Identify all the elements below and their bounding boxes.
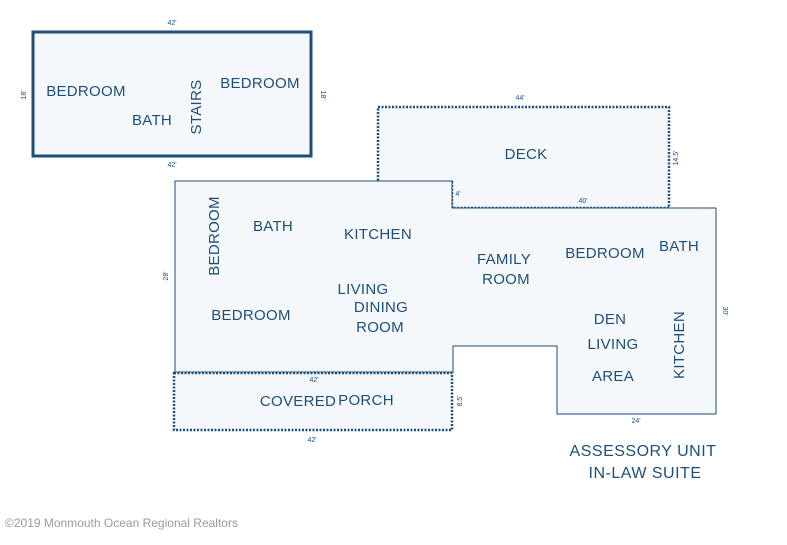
porch-dim-right: 8.5' bbox=[457, 395, 464, 406]
main-kitchen-vertical-label: KITCHEN bbox=[671, 311, 688, 379]
main-family-room-label: ROOM bbox=[482, 271, 530, 288]
main-dim-right: 30' bbox=[721, 306, 728, 315]
deck-dim-right: 14.5' bbox=[673, 151, 680, 166]
caption-line2: IN-LAW SUITE bbox=[589, 465, 702, 482]
main-bath-left-label: BATH bbox=[253, 218, 293, 235]
porch-porch-label: PORCH bbox=[338, 392, 394, 409]
main-bath-right-label: BATH bbox=[659, 238, 699, 255]
upper-bath-label: BATH bbox=[132, 112, 172, 129]
main-living-label: LIVING bbox=[338, 281, 389, 298]
upper-level-outline bbox=[31, 30, 313, 158]
deck-label: DECK bbox=[505, 146, 548, 163]
main-kitchen-top-label: KITCHEN bbox=[344, 226, 412, 243]
upper-stairs-label: STAIRS bbox=[188, 80, 205, 135]
caption-line1: ASSESSORY UNIT bbox=[570, 443, 717, 460]
main-family-label: FAMILY bbox=[477, 251, 531, 268]
porch-outline bbox=[172, 371, 454, 432]
porch-covered-label: COVERED bbox=[260, 393, 336, 410]
upper-bedroom-left-label: BEDROOM bbox=[46, 83, 126, 100]
upper-dim-left: 18' bbox=[21, 90, 28, 99]
main-area-label: AREA bbox=[592, 368, 634, 385]
main-bedroom-vertical-label: BEDROOM bbox=[206, 196, 223, 276]
upper-dim-right: 18' bbox=[319, 90, 326, 99]
porch-dim-top: 42' bbox=[309, 377, 318, 384]
copyright-watermark: ©2019 Monmouth Ocean Regional Realtors bbox=[5, 516, 238, 530]
main-bedroom-lower-label: BEDROOM bbox=[211, 307, 291, 324]
main-dining-label: DINING bbox=[354, 299, 408, 316]
upper-dim-bottom: 42' bbox=[167, 162, 176, 169]
upper-dim-top: 42' bbox=[167, 20, 176, 27]
main-bedroom-right-label: BEDROOM bbox=[565, 245, 645, 262]
main-den-label: DEN bbox=[594, 311, 627, 328]
deck-dim-top: 44' bbox=[515, 95, 524, 102]
deck-dim-bottom: 40' bbox=[578, 198, 587, 205]
deck-dim-left: 4' bbox=[455, 191, 460, 198]
porch-dim-bottom: 42' bbox=[307, 437, 316, 444]
main-living-right-label: LIVING bbox=[588, 336, 639, 353]
upper-bedroom-right-label: BEDROOM bbox=[220, 75, 300, 92]
main-dim-bottom: 24' bbox=[631, 418, 640, 425]
main-dim-left: 28' bbox=[163, 271, 170, 280]
main-room-label: ROOM bbox=[356, 319, 404, 336]
